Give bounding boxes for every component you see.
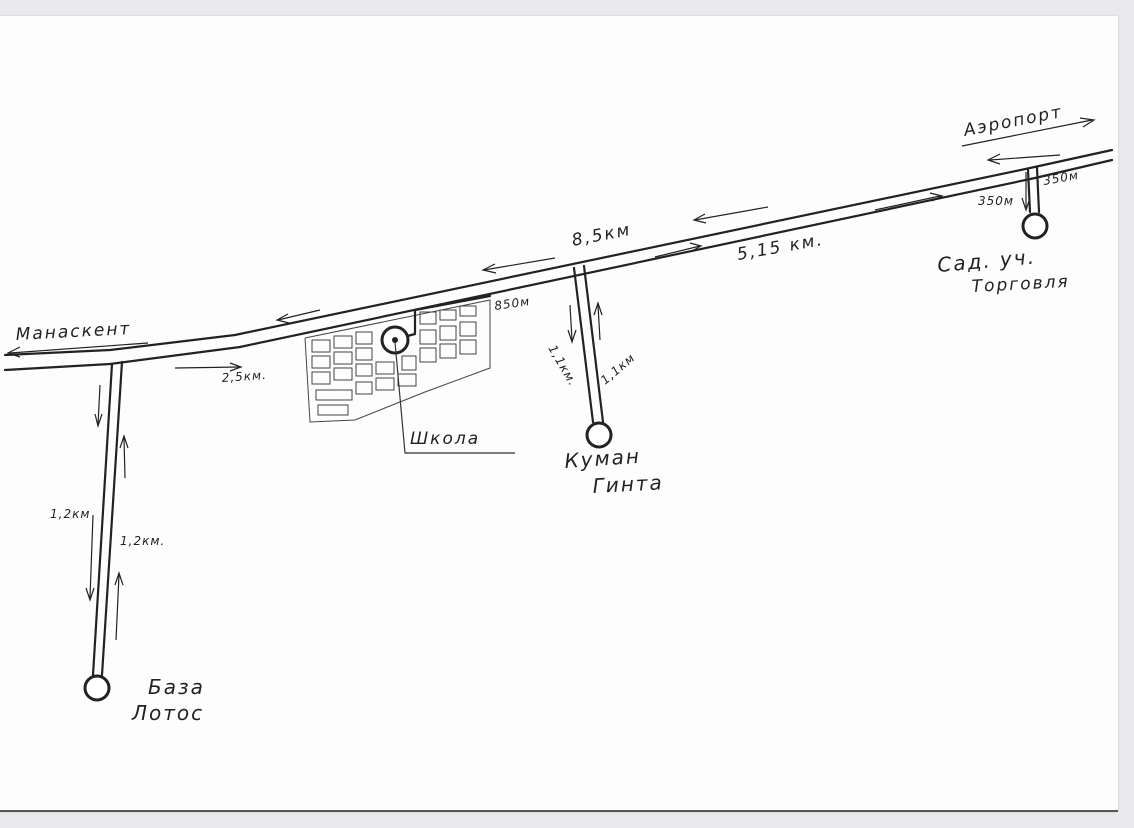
- branch-kuman-ginta: [572, 264, 613, 449]
- label-manaskent: Манаскент: [15, 319, 132, 345]
- label-lotos: Лотос: [131, 701, 204, 725]
- label-dist-2-5: 2,5км.: [221, 368, 267, 385]
- baza-lotos-marker: [83, 674, 111, 702]
- label-dist-850: 850м: [493, 294, 531, 313]
- label-ginta: Гинта: [592, 470, 664, 498]
- label-torgovlya: Торговля: [971, 272, 1070, 297]
- village-blocks: [304, 294, 515, 454]
- main-road: [3, 148, 1114, 372]
- label-sad-uch: Сад. уч.: [936, 244, 1036, 277]
- label-kuman: Куман: [564, 444, 642, 473]
- label-dist-350-right: 350м: [1042, 168, 1080, 188]
- sad-uch-marker: [1021, 212, 1049, 240]
- branch-sad-uch: [1021, 166, 1049, 240]
- direction-arrows: [6, 117, 1096, 641]
- school-leader-line: [394, 341, 515, 454]
- label-dist-5-15: 5,15 км.: [735, 230, 825, 265]
- branch-baza-lotos: [83, 360, 124, 702]
- label-dist-8-5: 8,5км: [570, 220, 633, 251]
- label-shkola: Школа: [410, 429, 480, 449]
- label-dist-1-1-right: 1,1км: [598, 351, 638, 388]
- map-sheet: [0, 16, 1118, 812]
- label-baza: База: [148, 675, 205, 699]
- kuman-ginta-marker: [585, 421, 613, 449]
- label-dist-1-1-left: 1,1км.: [545, 343, 580, 389]
- label-dist-1-2-right: 1,2км.: [120, 534, 165, 548]
- label-dist-1-2-left: 1,2км: [50, 507, 90, 521]
- label-dist-350-left: 350м: [978, 194, 1014, 208]
